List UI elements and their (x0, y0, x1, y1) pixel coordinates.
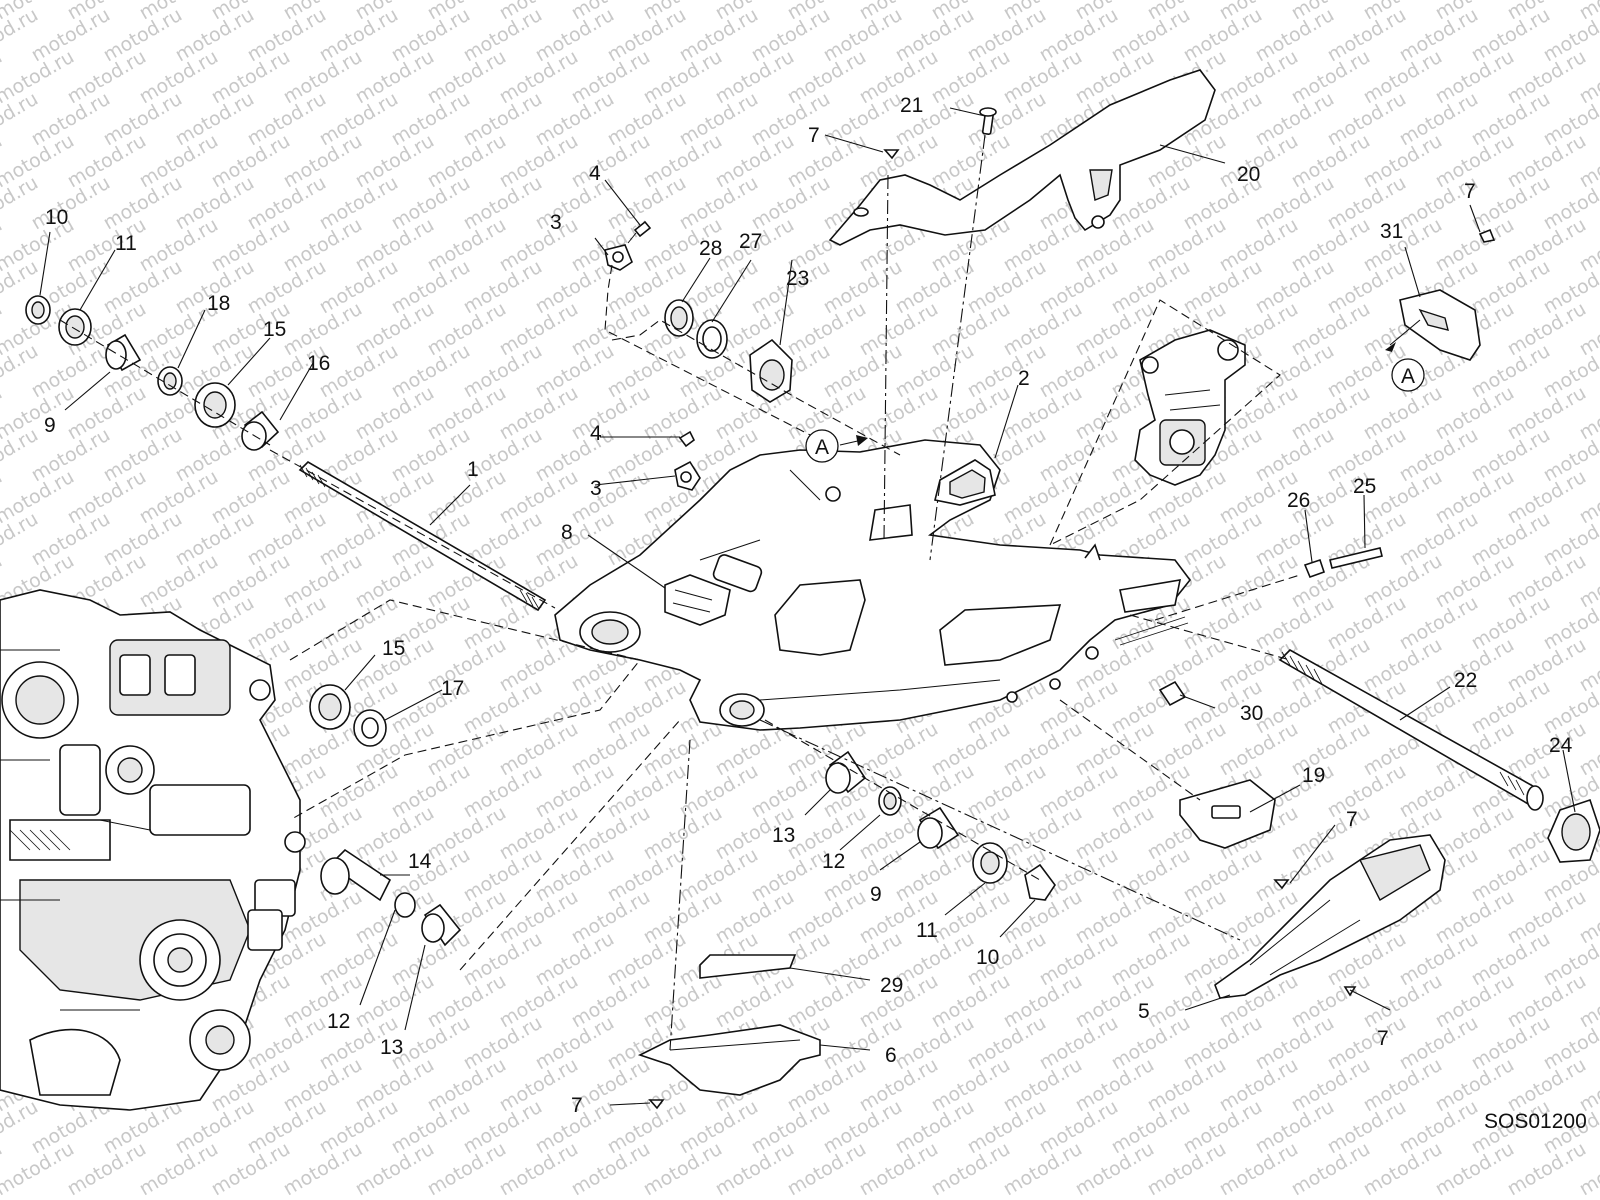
chain-guard-part (828, 69, 1216, 246)
leader-lines (39, 107, 1576, 1106)
callout-9: 9 (44, 414, 56, 437)
callout-2: 2 (1018, 367, 1030, 390)
callout-13: 13 (772, 824, 795, 847)
callout-25: 25 (1353, 475, 1376, 498)
callout-30: 30 (1240, 702, 1263, 725)
bushing-lower-left (320, 848, 462, 947)
cover-6-part (637, 1024, 821, 1096)
wheel-axle-part (1278, 649, 1544, 811)
callout-19: 19 (1302, 764, 1325, 787)
swingarm-part (554, 439, 1192, 731)
callout-18: 18 (207, 292, 230, 315)
callout-14: 14 (408, 850, 432, 873)
callout-17: 17 (441, 677, 464, 700)
pivot-shaft-part (298, 460, 547, 612)
screw-21-part (979, 107, 997, 135)
callout-12: 12 (822, 850, 845, 873)
callout-20: 20 (1237, 163, 1260, 186)
bolt-25-26 (1303, 547, 1383, 579)
clip-mid-part (674, 430, 701, 491)
bearings-top-middle (604, 220, 793, 403)
reference-marker-a-center: A (805, 429, 868, 463)
callout-1: 1 (467, 458, 479, 481)
callout-10: 10 (976, 946, 999, 969)
marker-a-label: A (1401, 365, 1415, 388)
cover-8-part (664, 574, 731, 626)
assembly-lines (59, 134, 1301, 1051)
callout-24: 24 (1549, 734, 1573, 757)
callout-7: 7 (1464, 180, 1476, 203)
callout-16: 16 (307, 352, 330, 375)
engine-drawing (0, 589, 306, 1111)
diagram-code: SOS01200 (1484, 1110, 1587, 1133)
bearings-lower-left (309, 684, 387, 747)
marker-a-label: A (815, 436, 829, 459)
callout-3: 3 (590, 477, 602, 500)
callout-labels: 1 2 3 4 3 4 5 6 7 7 7 7 7 8 9 9 10 10 11… (44, 94, 1573, 1117)
callout-5: 5 (1138, 1000, 1150, 1023)
axle-nut-part (1547, 798, 1600, 863)
callout-11: 11 (916, 919, 938, 942)
callout-22: 22 (1454, 669, 1477, 692)
bearings-left-upper (25, 295, 280, 451)
callout-23: 23 (786, 267, 809, 290)
caliper-bracket-part (1134, 329, 1246, 486)
callout-4: 4 (589, 162, 601, 185)
callout-31: 31 (1380, 220, 1403, 243)
callout-13: 13 (380, 1036, 403, 1059)
plate-19-part (1179, 779, 1276, 849)
callout-3: 3 (550, 211, 562, 234)
guard-5-part (1214, 834, 1446, 999)
callout-27: 27 (739, 230, 762, 253)
callout-28: 28 (699, 237, 722, 260)
callout-8: 8 (561, 521, 573, 544)
callout-15: 15 (263, 318, 286, 341)
callout-4: 4 (590, 422, 602, 445)
bearings-lower-middle (825, 750, 1056, 901)
callout-7: 7 (808, 124, 820, 147)
callout-26: 26 (1287, 489, 1310, 512)
callout-12: 12 (327, 1010, 350, 1033)
callout-7: 7 (1377, 1027, 1389, 1050)
callout-7: 7 (571, 1094, 583, 1117)
callout-21: 21 (900, 94, 923, 117)
screws-7 (648, 149, 1496, 1110)
callout-11: 11 (115, 232, 137, 255)
callout-6: 6 (885, 1044, 897, 1067)
callout-7: 7 (1346, 808, 1358, 831)
callout-29: 29 (880, 974, 903, 997)
callout-9: 9 (870, 883, 882, 906)
pad-29-part (699, 954, 797, 979)
reference-marker-a-right: A (1391, 358, 1425, 392)
callout-15: 15 (382, 637, 405, 660)
callout-10: 10 (45, 206, 68, 229)
cover-31-part (1385, 289, 1481, 361)
